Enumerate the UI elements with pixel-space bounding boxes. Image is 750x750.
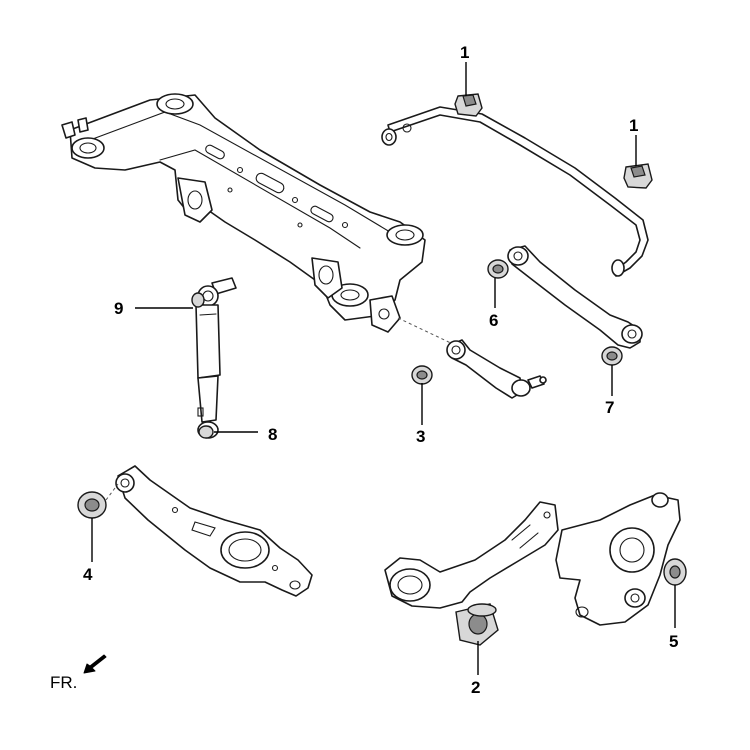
stabilizer-bushing-1b bbox=[623, 163, 653, 189]
callout-3: 3 bbox=[416, 427, 425, 446]
stabilizer-bushing-1a bbox=[454, 93, 483, 117]
leader-lines bbox=[91, 62, 676, 675]
upper-arm-bushing-6 bbox=[487, 259, 509, 279]
toe-link-bushing-3 bbox=[411, 365, 433, 385]
callout-6: 6 bbox=[489, 311, 498, 330]
callout-1-upper-right: 1 bbox=[629, 116, 638, 135]
upper-arm-bushing-7 bbox=[601, 346, 623, 366]
callout-5: 5 bbox=[669, 632, 678, 651]
upper-control-arm bbox=[507, 245, 643, 349]
arrow-down-left-icon bbox=[83, 654, 107, 674]
shock-bushing-8 bbox=[198, 425, 214, 439]
trailing-arm bbox=[384, 501, 559, 609]
assembly-guide-line bbox=[397, 317, 456, 346]
callout-7: 7 bbox=[605, 398, 614, 417]
stabilizer-bar bbox=[381, 106, 649, 277]
callout-2: 2 bbox=[471, 678, 480, 697]
callout-1-upper-left: 1 bbox=[460, 43, 469, 62]
knuckle-bushing-5 bbox=[663, 558, 687, 586]
toe-link bbox=[446, 339, 547, 399]
rear-knuckle bbox=[555, 492, 681, 626]
trailing-arm-bushing-2 bbox=[455, 603, 499, 646]
shock-bushing-9 bbox=[191, 292, 205, 308]
callout-4: 4 bbox=[83, 565, 93, 584]
callout-8: 8 bbox=[268, 425, 277, 444]
callout-9: 9 bbox=[114, 299, 123, 318]
rear-subframe bbox=[61, 93, 426, 333]
front-orientation-label: FR. bbox=[50, 673, 77, 692]
lower-control-arm bbox=[115, 465, 313, 597]
lower-arm-bushing-4 bbox=[77, 491, 107, 519]
